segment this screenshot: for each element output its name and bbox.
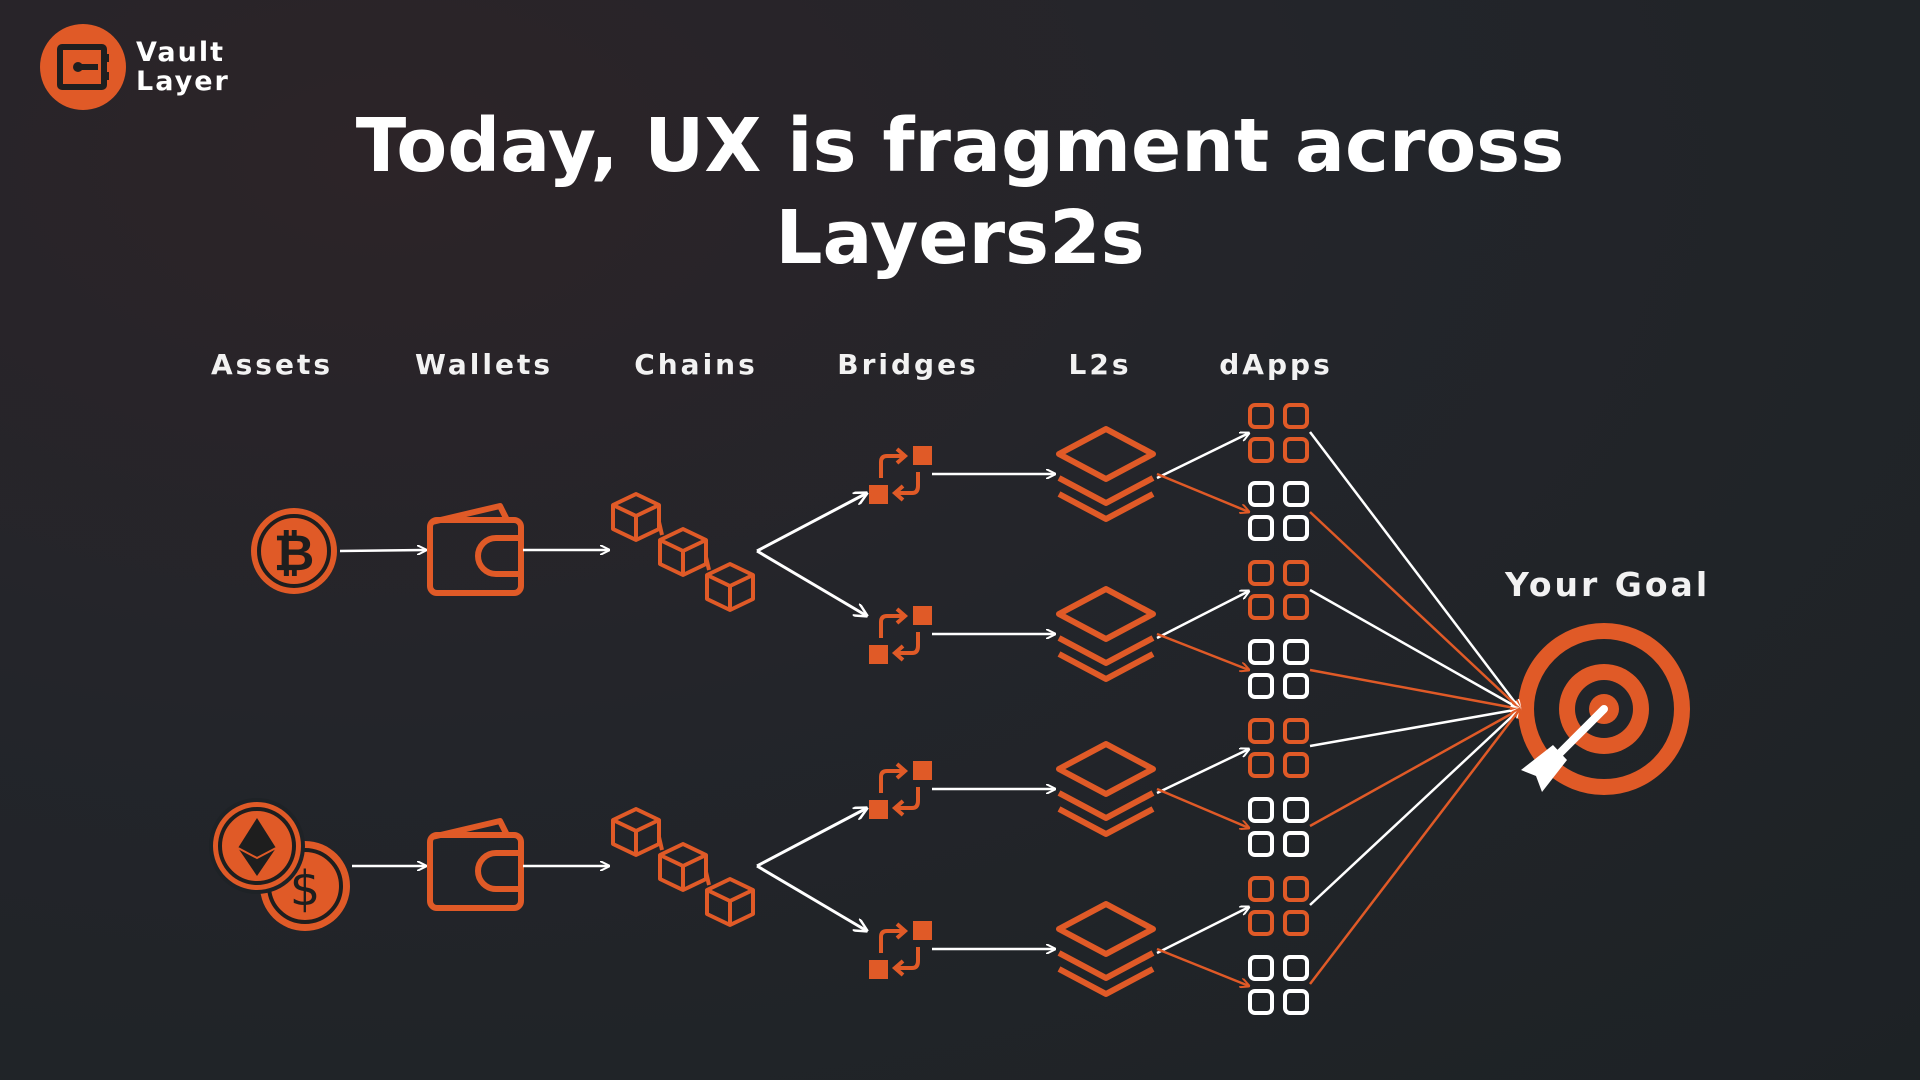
ethereum-icon — [209, 798, 305, 894]
vault-logo-icon — [40, 24, 126, 110]
logo-wordmark: Vault Layer — [136, 38, 230, 96]
dapps-grid-1 — [1248, 403, 1309, 463]
column-label-bridges: Bridges — [837, 348, 979, 381]
blockchain-icon-top — [611, 492, 755, 612]
logo-line-2: Layer — [136, 66, 230, 97]
bitcoin-symbol: ₿ — [274, 524, 315, 582]
bitcoin-icon: ₿ — [251, 508, 337, 594]
layers-icon-4 — [1056, 901, 1156, 997]
logo-line-1: Vault — [136, 37, 226, 68]
dapps-grid-4 — [1248, 639, 1309, 699]
layers-icon-3 — [1056, 741, 1156, 837]
dapps-grid-5 — [1248, 718, 1309, 778]
bridge-icon-2 — [869, 606, 932, 664]
vault-layer-logo: Vault Layer — [40, 24, 230, 110]
dapps-grid-6 — [1248, 797, 1309, 857]
title-line-1: Today, UX is fragment across — [355, 103, 1565, 189]
blockchain-icon-bottom — [611, 807, 755, 927]
target-icon — [1518, 623, 1690, 795]
column-label-dapps: dApps — [1219, 348, 1333, 381]
column-label-assets: Assets — [210, 348, 334, 381]
column-label-l2s: L2s — [1068, 348, 1132, 381]
wallet-icon-bottom — [427, 818, 524, 911]
bridge-icon-3 — [869, 761, 932, 819]
dapps-grid-3 — [1248, 560, 1309, 620]
layers-icon-1 — [1056, 426, 1156, 522]
page-title: Today, UX is fragment across Layers2s — [0, 100, 1920, 284]
dapps-grid-7 — [1248, 876, 1309, 936]
wallet-icon-top — [427, 503, 524, 596]
dapps-grid-2 — [1248, 481, 1309, 541]
your-goal-label: Your Goal — [1505, 565, 1711, 604]
dapps-grid-8 — [1248, 955, 1309, 1015]
bridge-icon-1 — [869, 446, 932, 504]
title-line-2: Layers2s — [775, 195, 1145, 281]
column-label-chains: Chains — [634, 348, 758, 381]
column-label-wallets: Wallets — [414, 348, 554, 381]
connectors — [339, 431, 1520, 986]
bridge-icon-4 — [869, 921, 932, 979]
layers-icon-2 — [1056, 586, 1156, 682]
